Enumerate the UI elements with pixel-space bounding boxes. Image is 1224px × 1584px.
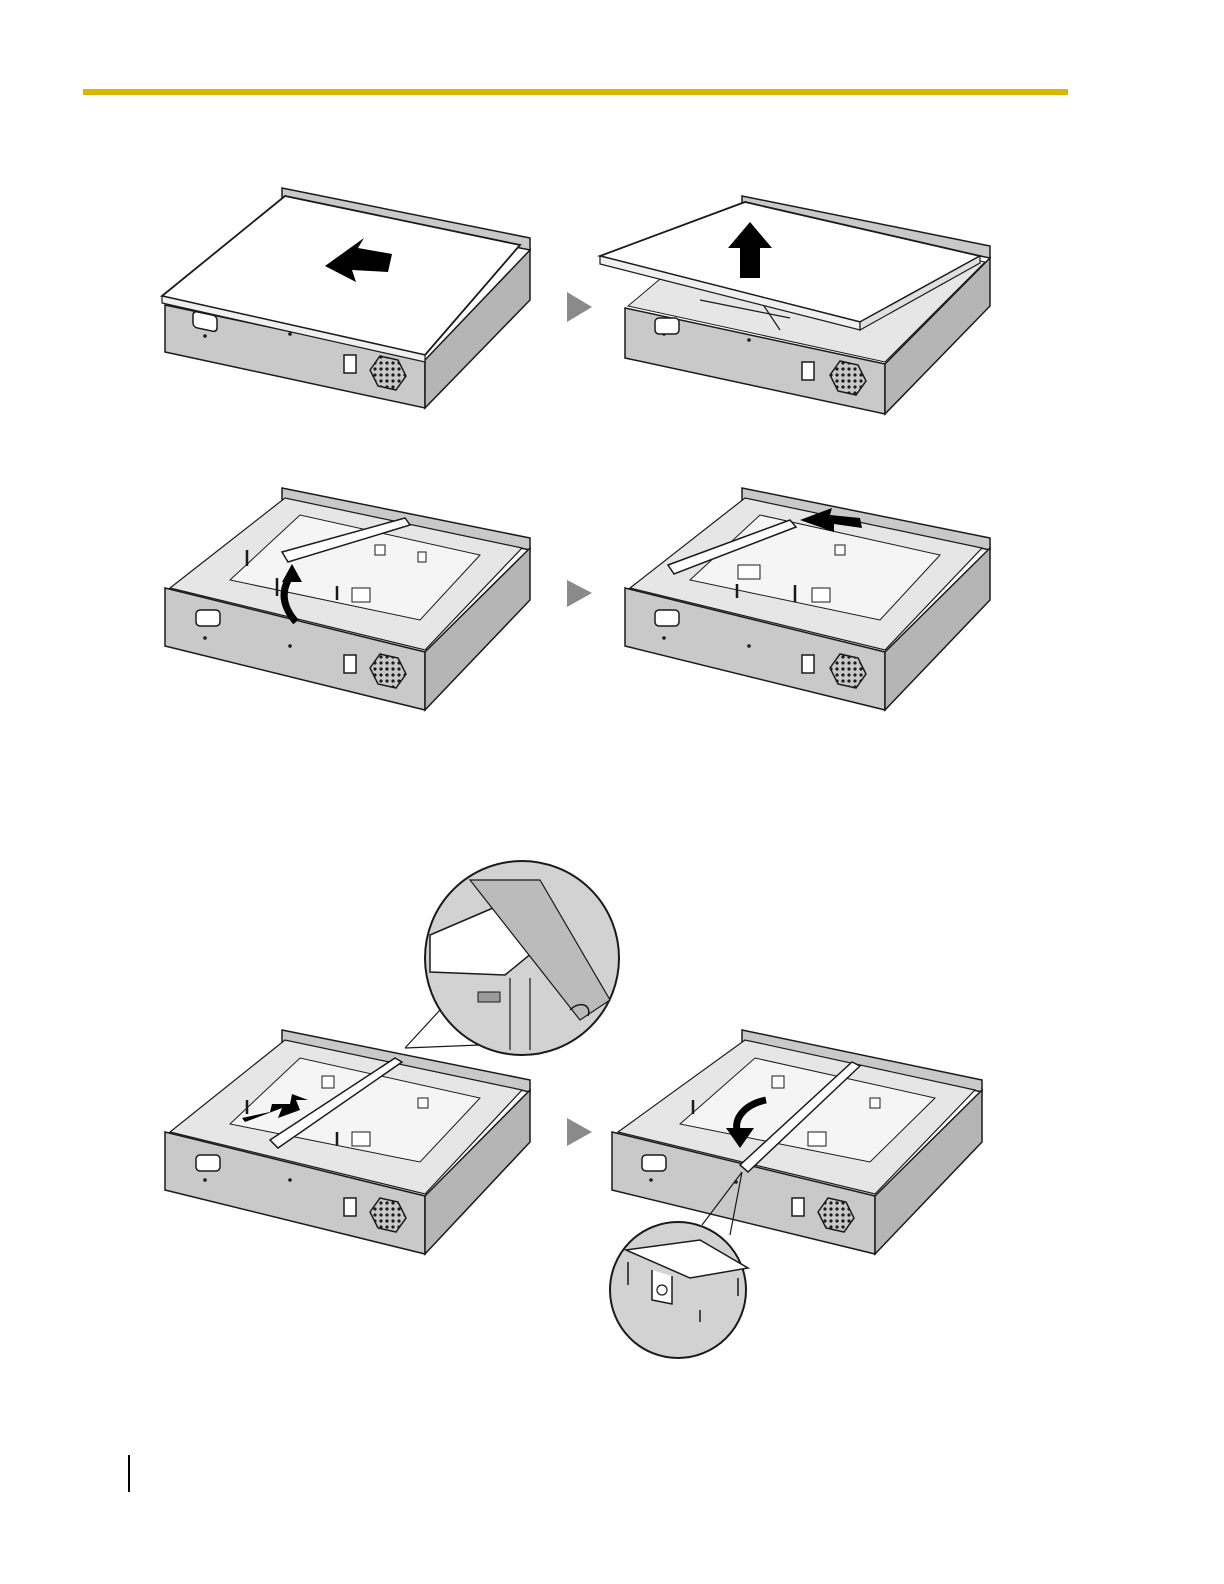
step-arrow-icon xyxy=(567,580,592,607)
hook-detail-closeup xyxy=(425,861,619,1055)
figure-cover-lifted xyxy=(600,196,990,414)
switch-icon xyxy=(344,655,356,673)
power-inlet-icon xyxy=(642,1155,666,1171)
step-arrow-icon xyxy=(567,1118,592,1146)
power-inlet-icon xyxy=(196,1155,220,1171)
figure-bracket-raise xyxy=(165,488,530,710)
figure-bracket-insert xyxy=(165,861,619,1254)
power-inlet-icon xyxy=(196,610,220,626)
switch-icon xyxy=(802,362,814,380)
switch-icon xyxy=(344,355,356,373)
figure-bracket-lower xyxy=(610,1030,982,1358)
switch-icon xyxy=(344,1198,356,1216)
switch-icon xyxy=(792,1198,804,1216)
figure-bracket-slide-out xyxy=(625,488,990,710)
figure-cover-closed xyxy=(162,188,530,408)
step-arrow-icon xyxy=(567,292,592,322)
power-inlet-icon xyxy=(655,610,679,626)
clip-detail-closeup xyxy=(610,1222,748,1358)
switch-icon xyxy=(802,655,814,673)
power-inlet-icon xyxy=(655,318,679,334)
